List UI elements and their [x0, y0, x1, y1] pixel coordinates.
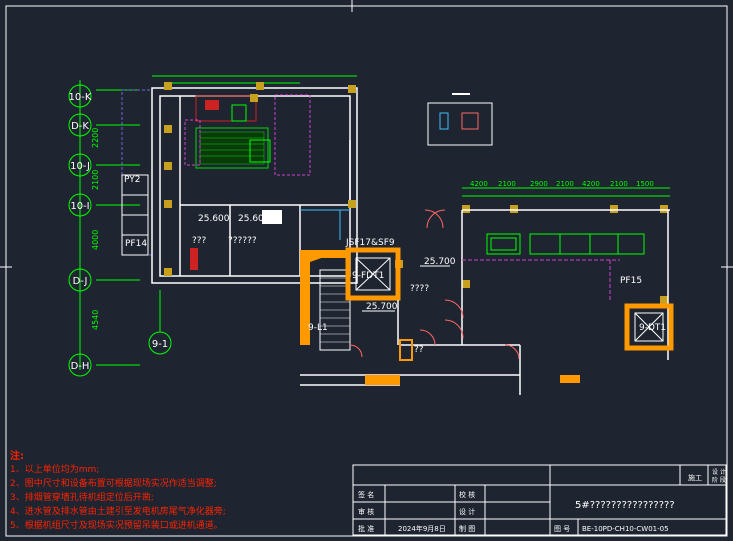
right-dims: 4200 2100 2900 2100 4200 [470, 180, 600, 188]
tb-drawing-no-label: 图 号 [554, 525, 570, 533]
column-markers [164, 82, 668, 304]
room-label-py2: PY2 [124, 175, 140, 185]
room-label-fdt1: 9-FDT1 [352, 271, 384, 281]
room-label-l1: 9-L1 [308, 323, 328, 333]
right-dims-upper: 2100 1500 [610, 180, 654, 188]
axis-bubble-9-1: 9-1 [148, 290, 172, 355]
door-swings [349, 209, 520, 360]
axis-label-DH: D-H [71, 361, 90, 372]
red-equipment [190, 248, 198, 270]
walls-lower [300, 210, 521, 395]
dim-2200: 2200 [91, 128, 100, 148]
keyplan [427, 93, 493, 146]
elevator-dt1: 9-DT1 [624, 303, 674, 351]
axis-label-10K: 10-K [69, 92, 92, 103]
notes-block: 注: 1、以上单位均为mm; 2、图中尺寸和设备布置可根据现场实况作适当调整; … [10, 449, 226, 531]
level-25600-a: 25.600 [198, 214, 230, 224]
dim-4540: 4540 [91, 310, 100, 330]
room-label-jsf: JSF17&SF9 [345, 238, 395, 248]
tb-label-approve: 批 准 [358, 524, 374, 533]
right-dim-upper-1: 1500 [636, 180, 654, 188]
axis-label-9-1: 9-1 [152, 339, 168, 350]
stair-core: 9-L1 [300, 250, 351, 351]
note-item-2: 2、图中尺寸和设备布置可根据现场实况作适当调整; [10, 477, 217, 489]
room-label-unknown-3: ???? [410, 284, 429, 294]
axis-bubble-10J: 10-J [68, 153, 92, 177]
note-item-3: 3、排烟管穿墙孔待机组定位后开凿; [10, 491, 154, 503]
dim-2100: 2100 [91, 170, 100, 190]
right-dim-upper-0: 2100 [610, 180, 628, 188]
tb-design-stage: 设 计 [712, 468, 726, 476]
tb-label-check: 校 核 [459, 490, 475, 499]
axis-label-10I: 10-I [70, 201, 89, 212]
level-25600-b: 25.600 [238, 214, 270, 224]
axis-bubble-DK: D-K [68, 113, 92, 137]
tb-design-stage-2: 阶 段 [712, 476, 726, 484]
right-dim-2: 2900 [530, 180, 548, 188]
axis-label-10J: 10-J [70, 161, 90, 172]
white-block-a [262, 210, 282, 224]
axis-bubble-DJ: D-J [68, 268, 92, 292]
dim-4000: 4000 [91, 230, 100, 250]
note-item-4: 4、进水管及排水管由土建引至发电机房尾气净化器旁; [10, 505, 226, 517]
tb-date: 2024年9月8日 [398, 524, 446, 533]
axis-label-DJ: D-J [73, 276, 88, 287]
room-label-unknown-2: ?????? [228, 236, 257, 246]
right-dim-1: 2100 [498, 180, 516, 188]
tb-label-draw: 制 图 [459, 524, 475, 533]
axis-label-DK: D-K [71, 121, 89, 132]
room-label-pf15: PF15 [620, 276, 642, 286]
tb-label-design: 设 计 [459, 507, 475, 516]
drawing-border [5, 5, 728, 537]
right-dim-3: 2100 [556, 180, 574, 188]
tb-drawing-no: BE-10PD-CH10-CW01-05 [582, 525, 669, 533]
axis-bubble-DH: D-H [68, 353, 92, 377]
tb-project-name: 5#???????????????? [575, 500, 675, 511]
room-label-unknown-1: ??? [192, 236, 207, 246]
tb-label-review: 审 核 [358, 507, 374, 516]
level-25700-c: 25.700 [424, 257, 456, 267]
magenta-frame [184, 119, 201, 166]
axis-bubble-10I: 10-I [68, 193, 92, 217]
note-item-1: 1、以上单位均为mm; [10, 463, 99, 475]
title-block [352, 464, 727, 536]
tb-label-sign: 签 名 [358, 490, 374, 499]
title-block-text: 签 名 审 核 批 准 校 核 设 计 制 图 2024年9月8日 施工 图 号… [358, 473, 702, 533]
elevator-fdt1: 9-FDT1 [345, 247, 401, 301]
room-label-pf14: PF14 [125, 239, 147, 249]
orange-sill [365, 375, 400, 385]
axis-bubble-10K: 10-K [68, 84, 92, 108]
right-dim-0: 4200 [470, 180, 488, 188]
room-label-unknown-4: ?? [414, 345, 424, 355]
room-label-dt1: 9-DT1 [639, 323, 666, 333]
equipment-row [486, 233, 645, 255]
tb-stage: 施工 [688, 473, 702, 482]
level-25700-d: 25.700 [366, 302, 398, 312]
generator-equipment [195, 95, 271, 169]
right-dim-4: 4200 [582, 180, 600, 188]
note-item-5: 5、根据机组尺寸及现场实况预留吊装口或进机通道。 [10, 519, 223, 531]
notes-heading: 注: [10, 449, 24, 462]
